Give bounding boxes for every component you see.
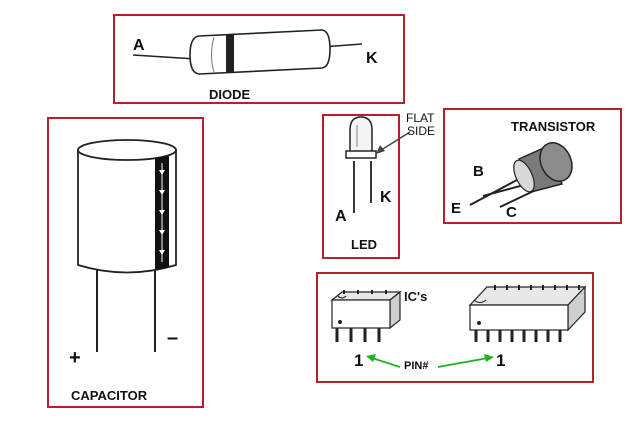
pin-number-label: PIN# (404, 360, 429, 372)
transistor-emitter-label: E (451, 200, 462, 217)
diode-title: DIODE (209, 87, 251, 102)
led-flat-side-line2: SIDE (407, 124, 436, 138)
transistor-base-label: B (473, 163, 484, 180)
diode-panel (113, 14, 405, 104)
led-cathode-label: K (380, 189, 392, 206)
capacitor-minus-label: – (167, 327, 179, 349)
led-flat-side-line1: FLAT (406, 111, 435, 125)
capacitor-plus-label: + (69, 347, 81, 369)
led-anode-label: A (335, 208, 347, 225)
ics-title: IC's (404, 289, 428, 304)
diode-anode-label: A (133, 37, 145, 54)
led-title: LED (351, 237, 377, 252)
ic-pin1-right: 1 (496, 351, 506, 370)
capacitor-title: CAPACITOR (71, 388, 148, 403)
diode-cathode-label: K (366, 50, 378, 67)
transistor-title: TRANSISTOR (511, 119, 596, 134)
ic-pin1-left: 1 (354, 351, 364, 370)
transistor-collector-label: C (506, 204, 517, 221)
